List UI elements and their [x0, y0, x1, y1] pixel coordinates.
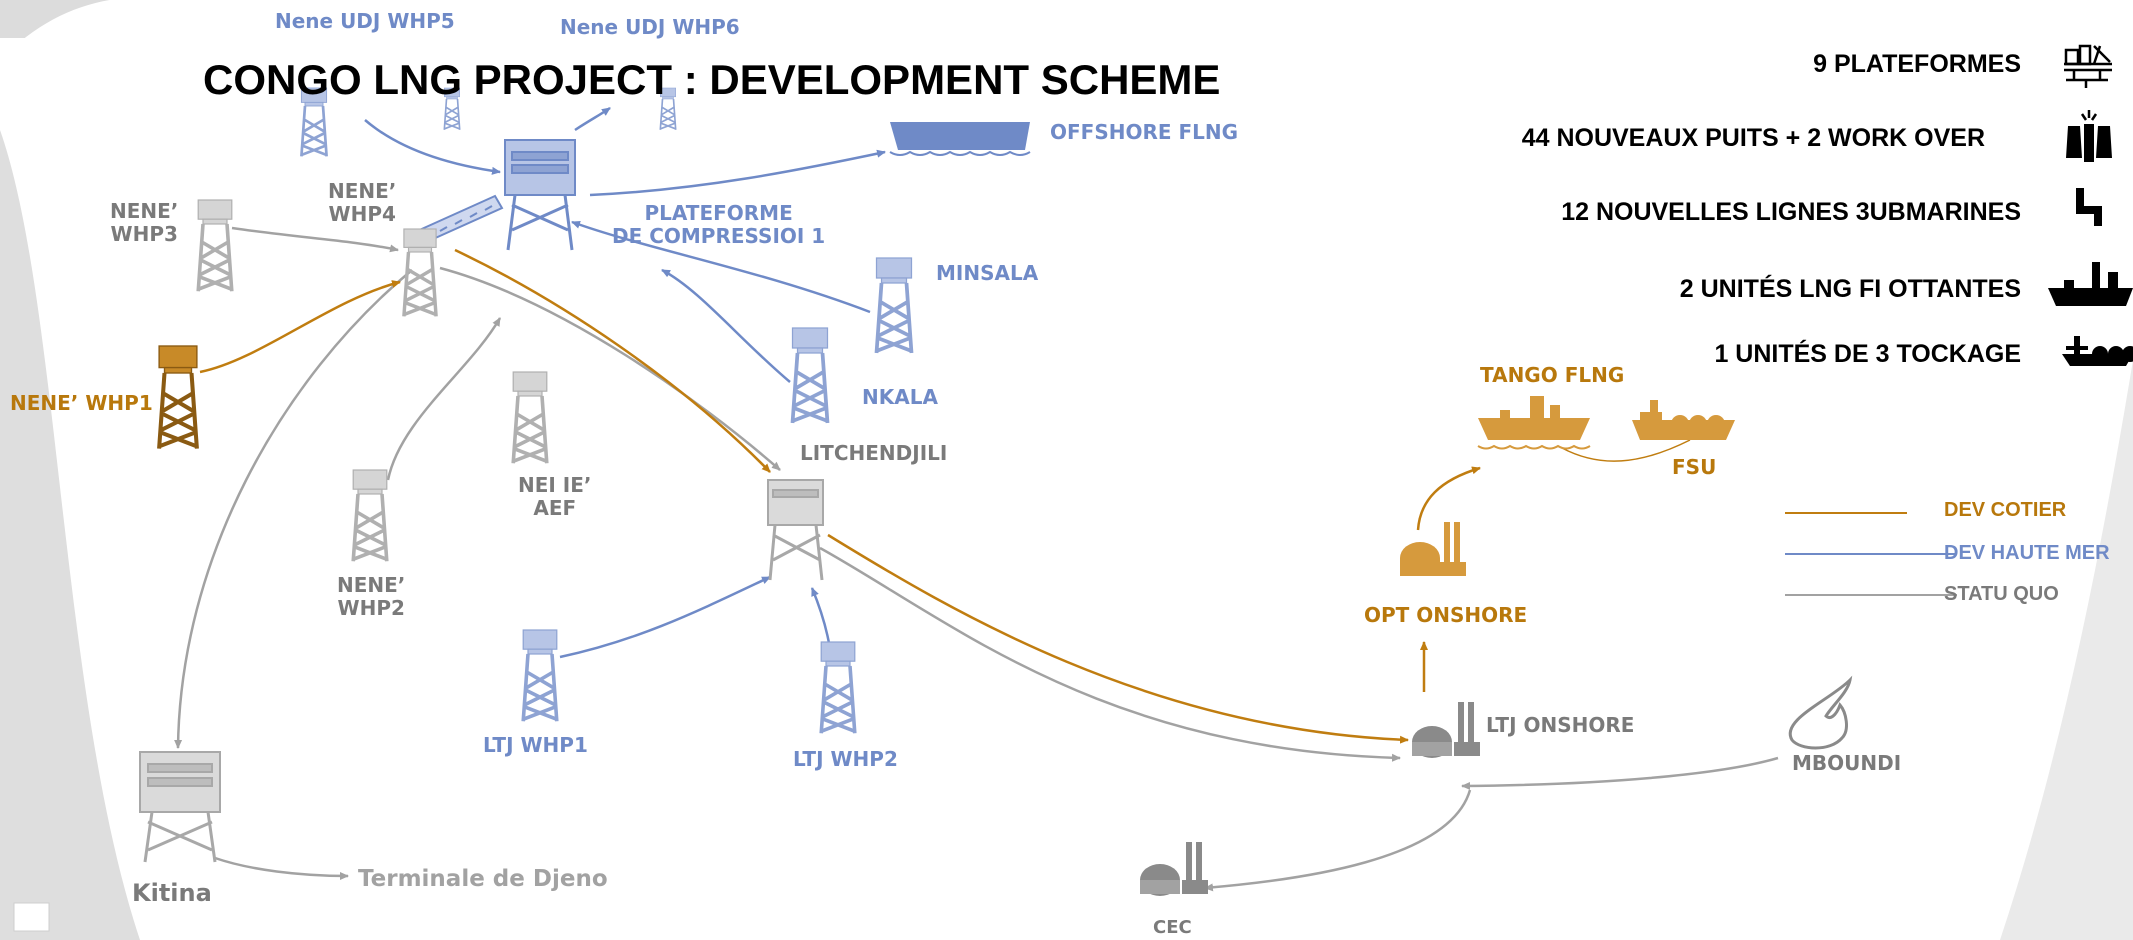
well-icon [2066, 110, 2112, 162]
label-ltj-whp1: LTJ WHP1 [483, 733, 588, 757]
stat-stockage: 1 UNITÉS DE 3 TOCKAGE [1714, 340, 2021, 368]
kitina-platform-shape [139, 751, 221, 863]
stat-plateformes: 9 PLATEFORMES [1813, 50, 2021, 78]
label-mboundi: MBOUNDI [1792, 751, 1902, 775]
ltj-onshore-plant [1412, 702, 1480, 758]
stat-puits: 44 NOUVEAUX PUITS + 2 WORK OVER [1521, 124, 1985, 152]
tower-nkala [790, 326, 830, 425]
page-title: CONGO LNG PROJECT : DEVELOPMENT SCHEME [203, 56, 1221, 103]
label-nene-whp1: NENE’ WHP1 [10, 391, 153, 415]
fsu-ship [1632, 400, 1735, 440]
label-ltj-whp2: LTJ WHP2 [793, 747, 898, 771]
stat-unites-lng: 2 UNITÉS LNG FI OTTANTES [1679, 275, 2021, 303]
decor-circle-top [0, 0, 200, 60]
legend-label-cotier: DEV COTIER [1944, 499, 2067, 521]
label-offshore-flng: OFFSHORE FLNG [1050, 120, 1239, 144]
label-opt-onshore: OPT ONSHORE [1364, 603, 1528, 627]
decor-circle-left [0, 130, 140, 940]
label-compression-platform: PLATEFORME DE COMPRESSIOI 1 [612, 201, 826, 248]
label-nene-aef: NEI IE’ AEF [518, 473, 592, 520]
label-nene-udj-whp5: Nene UDJ WHP5 [275, 9, 455, 33]
label-nkala: NKALA [862, 385, 938, 409]
label-ltj-onshore: LTJ ONSHORE [1486, 713, 1635, 737]
mboundi-flame-icon [1788, 675, 1853, 750]
tower-whp4 [402, 227, 438, 319]
label-nene-whp2: NENE’ WHP2 [337, 573, 406, 620]
offshore-flng-ship [889, 122, 1031, 156]
tango-flng-ship [1477, 396, 1591, 450]
decor-circle-right [2000, 360, 2133, 940]
tower-whp1 [159, 346, 197, 449]
tower-ltj-whp1 [521, 628, 559, 724]
label-nene-udj-whp6: Nene UDJ WHP6 [560, 15, 740, 39]
lng-ship-icon [2048, 262, 2133, 306]
label-litchendjili: LITCHENDJILI [800, 441, 948, 465]
label-kitina: Kitina [132, 879, 212, 907]
tower-minsala [874, 256, 914, 355]
storage-ship-icon [2062, 336, 2133, 366]
legend-label-haute-mer: DEV HAUTE MER [1944, 542, 2110, 564]
label-nene-whp4: NENE’ WHP4 [328, 179, 397, 226]
opt-onshore-plant [1400, 522, 1466, 576]
legend-line-cotier [1785, 512, 1907, 514]
pipeline-icon [2076, 188, 2102, 226]
label-fsu: FSU [1672, 455, 1717, 479]
label-terminale-djeno: Terminale de Djeno [358, 866, 608, 892]
compression-platform-shape [504, 139, 576, 251]
litchendjili-platform-shape [767, 479, 824, 581]
tower-ltj-whp2 [819, 640, 857, 736]
label-minsala: MINSALA [936, 261, 1039, 285]
label-nene-whp3: NENE’ WHP3 [110, 199, 179, 246]
label-tango-flng: TANGO FLNG [1480, 363, 1625, 387]
tower-whp3 [196, 198, 234, 294]
tower-aef [511, 370, 549, 466]
platform-icon [2064, 44, 2112, 88]
legend-label-statu-quo: STATU QUO [1944, 583, 2059, 605]
label-cec: CEC [1153, 917, 1192, 938]
tower-whp2 [351, 468, 389, 564]
legend-line-statu-quo [1785, 594, 1957, 596]
stat-lignes: 12 NOUVELLES LIGNES 3UBMARINES [1561, 198, 2021, 226]
cec-plant [1140, 842, 1208, 896]
legend-line-haute-mer [1785, 553, 1957, 555]
